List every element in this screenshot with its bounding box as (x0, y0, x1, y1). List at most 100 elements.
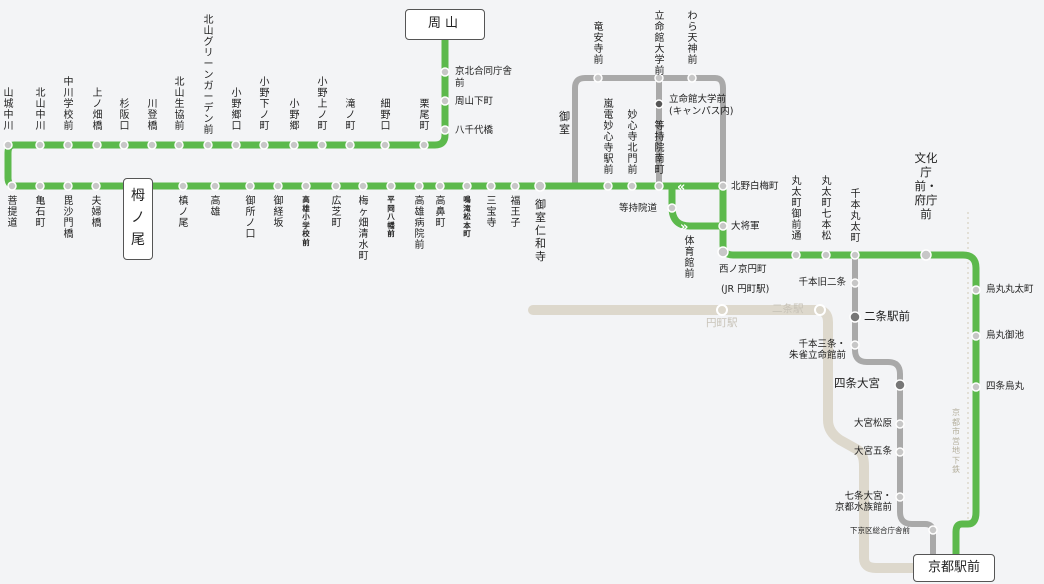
station-label[interactable]: 下京区総合庁舎前 (850, 526, 910, 535)
station-label[interactable]: 広芝町 (331, 196, 342, 229)
station-label[interactable]: 杉阪口 (119, 99, 130, 132)
station-marker (534, 180, 546, 192)
station-label[interactable]: 京北合同庁舎前 (455, 66, 513, 89)
station-label[interactable]: 大将軍 (731, 221, 760, 232)
station-marker (971, 331, 981, 341)
rail-station-label: 二条駅 (772, 303, 804, 315)
station-label[interactable]: 梅ヶ畑清水町 (358, 196, 369, 262)
station-marker (849, 311, 861, 323)
station-label[interactable]: 周山下町 (455, 96, 494, 107)
station-marker (331, 181, 341, 191)
station-label[interactable]: 竜安寺前 (593, 22, 604, 66)
station-label[interactable]: 槙ノ尾 (178, 196, 189, 229)
station-marker (273, 181, 283, 191)
station-label[interactable]: 大宮松原 (853, 418, 892, 429)
station-marker (850, 340, 860, 350)
station-label[interactable]: 御室仁和寺 (535, 198, 546, 263)
station-label[interactable]: 烏丸御池 (986, 330, 1025, 341)
station-marker (894, 379, 906, 391)
station-label[interactable]: 千本三条・ 朱雀立命館前 (788, 339, 846, 361)
station-label[interactable]: 川登橋 (147, 99, 158, 132)
station-marker (174, 140, 184, 150)
station-label[interactable]: 高雄小学校前 (302, 195, 310, 247)
station-label[interactable]: 体育館前 (684, 236, 695, 280)
station-label[interactable]: 高雄病院前 (414, 196, 425, 251)
nijo-rail-station (814, 304, 826, 316)
station-label[interactable]: 中川学校前 (63, 77, 74, 132)
station-label[interactable]: 妙心寺北門前 (627, 110, 638, 176)
station-label[interactable]: 北山生協前 (174, 77, 185, 132)
gray-south-line (852, 255, 936, 560)
station-label[interactable]: 福王子 (510, 196, 521, 229)
chevron-left-icon: « (677, 180, 685, 195)
station-marker (717, 246, 729, 258)
station-label[interactable]: 滝ノ町 (345, 99, 356, 132)
bottom-row-markers (7, 180, 981, 392)
station-label[interactable]: 栗尾町 (419, 99, 430, 132)
station-label[interactable]: 立命館大学前 (654, 11, 665, 77)
terminal-kyoto-station[interactable]: 京都駅前 (913, 554, 995, 582)
station-marker (920, 249, 932, 261)
station-label[interactable]: 千本旧二条 (798, 277, 846, 288)
station-label[interactable]: 丸太町七本松 (821, 176, 832, 242)
station-label[interactable]: 小野郷 (289, 99, 300, 132)
terminal-shuzan[interactable]: 周山 (405, 9, 485, 40)
station-label[interactable]: 等持院南町 (654, 121, 665, 176)
station-label[interactable]: 夫婦橋 (91, 196, 102, 229)
station-marker (603, 181, 613, 191)
station-label[interactable]: 御所ノ口 (245, 196, 256, 240)
station-marker (7, 181, 17, 191)
station-label[interactable]: 二条駅前 (864, 309, 910, 323)
station-label[interactable]: 御経坂 (273, 196, 284, 229)
station-label[interactable]: 北山グリーンガーデン前 (203, 15, 214, 136)
station-label[interactable]: 御室 (559, 110, 570, 136)
station-label[interactable]: 高鼻町 (435, 196, 446, 229)
station-marker (91, 181, 101, 191)
station-marker (119, 140, 129, 150)
station-label[interactable]: 北野白梅町 (731, 181, 779, 192)
station-label[interactable]: 高雄 (210, 196, 221, 218)
station-label[interactable]: 北山中川 (35, 88, 46, 132)
station-marker (654, 99, 664, 109)
station-marker (791, 250, 801, 260)
station-label[interactable]: 毘沙門橋 (63, 196, 74, 240)
station-label[interactable]: 小野上ノ町 (317, 77, 328, 132)
station-marker (419, 140, 429, 150)
terminal-togano[interactable]: 栂ノ尾 (123, 178, 153, 260)
station-label[interactable]: 大宮五条 (853, 446, 892, 457)
station-marker (654, 181, 664, 191)
station-label[interactable]: 四条烏丸 (986, 381, 1025, 392)
station-label[interactable]: 等持院道 (619, 203, 658, 214)
station-label[interactable]: 四条大宮 (834, 376, 880, 390)
station-label[interactable]: 平岡八幡前 (387, 195, 395, 239)
station-marker (654, 73, 664, 83)
station-label[interactable]: 嵐電妙心寺駅前 (603, 99, 614, 176)
station-marker (414, 181, 424, 191)
station-label[interactable]: 菩提道 (7, 196, 18, 229)
station-label[interactable]: わら天神前 (687, 11, 698, 66)
station-label[interactable]: 鳴滝松本町 (463, 195, 471, 239)
station-label[interactable]: 立命館大学前 (キャンパス内) (669, 94, 734, 117)
station-label[interactable]: (JR 円町駅) (721, 284, 770, 295)
station-marker (510, 181, 520, 191)
gray-loop-line (572, 75, 726, 186)
station-marker (178, 181, 188, 191)
station-label[interactable]: 七条大宮・ 京都水族館前 (834, 491, 892, 513)
station-label[interactable]: 山城中川 (3, 88, 14, 132)
station-marker (231, 140, 241, 150)
station-label[interactable]: 亀石町 (35, 196, 46, 229)
station-label[interactable]: 上ノ畑橋 (92, 88, 103, 132)
station-label[interactable]: 烏丸丸太町 (986, 284, 1034, 295)
station-label[interactable]: 小野郷口 (231, 88, 242, 132)
station-label[interactable]: 西ノ京円町 (719, 264, 767, 275)
station-label[interactable]: 千本丸太町 (850, 189, 861, 244)
station-marker (718, 221, 728, 231)
station-label[interactable]: 三宝寺 (486, 196, 497, 229)
gray-markers (593, 73, 938, 535)
station-label[interactable]: 小野下ノ町 (259, 77, 270, 132)
station-label[interactable]: 文化庁前・府庁前 (914, 151, 938, 221)
station-label[interactable]: 細野口 (380, 99, 391, 132)
station-label[interactable]: 丸太町御前通 (791, 176, 802, 242)
station-marker (627, 181, 637, 191)
station-label[interactable]: 八千代橋 (455, 125, 494, 136)
